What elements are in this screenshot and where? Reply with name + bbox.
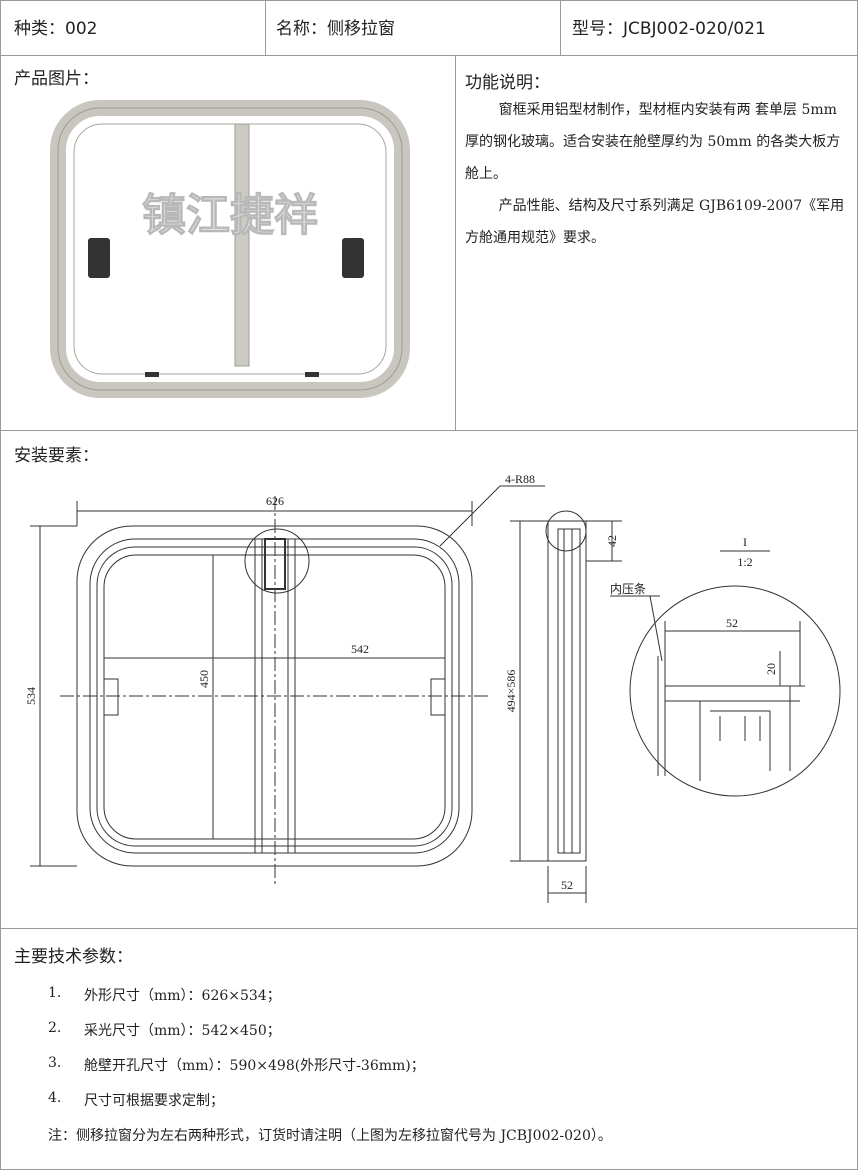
item-number: 1. bbox=[48, 985, 62, 1001]
dim-cutout: 494×586 bbox=[504, 670, 518, 713]
divider bbox=[455, 55, 456, 430]
section-label: I bbox=[743, 535, 747, 549]
item-number: 4. bbox=[48, 1090, 62, 1106]
dim-light-width: 542 bbox=[351, 642, 369, 656]
product-photo: 镇江捷祥 bbox=[50, 100, 410, 398]
dim-width: 626 bbox=[266, 494, 284, 508]
item-number: 3. bbox=[48, 1055, 62, 1071]
dim-radius: 4-R88 bbox=[505, 472, 535, 486]
product-name: 名称：侧移拉窗 bbox=[276, 19, 395, 39]
dim-detail-height: 20 bbox=[764, 663, 778, 675]
params-list: 1.外形尺寸（mm）：626×534； 2.采光尺寸（mm）：542×450； … bbox=[48, 985, 612, 1160]
function-description: 窗框采用铝型材制作，型材框内安装有两 套单层 5mm 厚的钢化玻璃。适合安装在舱… bbox=[465, 94, 847, 254]
dim-height: 534 bbox=[24, 687, 38, 705]
installation-drawing: 626 542 450 534 4-R88 42 494×586 52 I 1:… bbox=[24, 472, 841, 903]
description-paragraph: 窗框采用铝型材制作，型材框内安装有两 套单层 5mm 厚的钢化玻璃。适合安装在舱… bbox=[465, 102, 841, 182]
list-item: 1. 外形尺寸（mm）：626×534； bbox=[48, 985, 612, 1020]
description-paragraph: 产品性能、结构及尺寸系列满足 GJB6109-2007《军用方舱通用规范》要求。 bbox=[465, 198, 845, 246]
divider bbox=[0, 55, 858, 56]
divider bbox=[0, 430, 858, 431]
watermark: 镇江捷祥 bbox=[142, 190, 318, 241]
dim-light-height: 450 bbox=[197, 670, 211, 688]
item-text: 采光尺寸（mm）：542×450； bbox=[84, 1023, 281, 1039]
product-image-title: 产品图片： bbox=[14, 69, 99, 89]
item-number: 2. bbox=[48, 1020, 62, 1036]
strip-label: 内压条 bbox=[610, 582, 646, 596]
divider bbox=[560, 0, 561, 55]
list-item: 3. 舱壁开孔尺寸（mm）：590×498(外形尺寸-36mm)； bbox=[48, 1055, 612, 1090]
item-text: 舱壁开孔尺寸（mm）：590×498(外形尺寸-36mm)； bbox=[84, 1058, 425, 1074]
divider bbox=[265, 0, 266, 55]
list-item: 4. 尺寸可根据要求定制； bbox=[48, 1090, 612, 1125]
note: 注：侧移拉窗分为左右两种形式，订货时请注明（上图为左移拉窗代号为 JCBJ002… bbox=[48, 1128, 612, 1144]
divider bbox=[0, 928, 858, 929]
dim-detail-width: 52 bbox=[726, 616, 738, 630]
item-text: 尺寸可根据要求定制； bbox=[84, 1093, 224, 1109]
scale-label: 1:2 bbox=[737, 555, 752, 569]
dim-depth-top: 42 bbox=[605, 535, 619, 547]
install-title: 安装要素： bbox=[14, 446, 99, 466]
category-label: 种类：002 bbox=[14, 19, 98, 39]
function-title: 功能说明： bbox=[465, 73, 550, 93]
list-item: 2. 采光尺寸（mm）：542×450； bbox=[48, 1020, 612, 1055]
params-title: 主要技术参数： bbox=[14, 947, 133, 967]
item-text: 外形尺寸（mm）：626×534； bbox=[84, 988, 281, 1004]
model-number: 型号：JCBJ002-020/021 bbox=[572, 19, 766, 39]
dim-depth: 52 bbox=[561, 878, 573, 892]
